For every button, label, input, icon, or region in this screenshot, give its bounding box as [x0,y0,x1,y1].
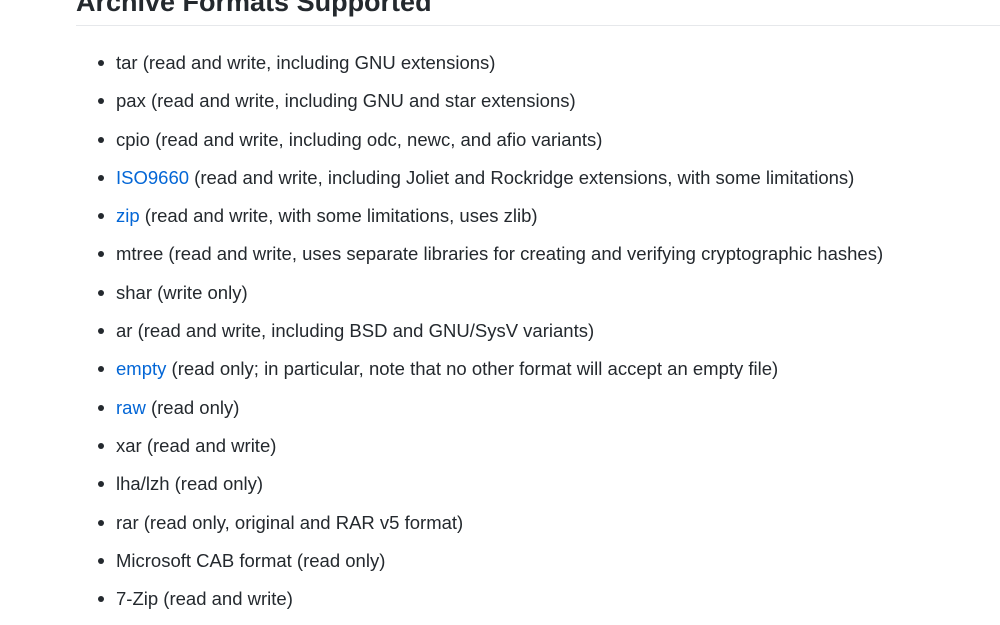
list-item-lha-lzh: lha/lzh (read only) [98,465,883,503]
format-description: (read and write, including GNU and star … [145,90,576,112]
format-description: (read only, original and RAR v5 format) [138,511,464,533]
format-description: (read only) [169,473,264,495]
bullet-icon [98,557,104,564]
format-link[interactable]: empty [116,358,167,380]
bullet-icon [98,442,104,449]
format-description: (read and write, including odc, newc, an… [149,128,603,150]
format-description: (read only; in particular, note that no … [166,358,779,380]
bullet-icon [98,596,104,603]
bullet-icon [98,174,104,181]
list-item-xar: xar (read and write) [98,427,883,465]
format-name: ar [116,320,133,342]
section-heading: Archive Formats Supported [76,0,432,17]
list-item-ar: ar (read and write, including BSD and GN… [98,312,883,350]
list-item-pax: pax (read and write, including GNU and s… [98,82,883,120]
bullet-icon [98,98,104,105]
format-name: rar [116,511,139,533]
format-name: xar [116,434,142,456]
list-item-shar: shar (write only) [98,274,883,312]
format-link[interactable]: ISO9660 [116,166,190,188]
format-description: (read and write) [158,588,293,610]
format-description: (read and write, with some limitations, … [139,205,538,227]
list-item-raw: raw (read only) [98,389,883,427]
list-item-empty: empty (read only; in particular, note th… [98,350,883,388]
format-name: mtree [116,243,164,265]
list-item-mtree: mtree (read and write, uses separate lib… [98,235,883,273]
bullet-icon [98,60,104,66]
list-item-zip: zip (read and write, with some limitatio… [98,197,883,235]
bullet-icon [98,519,104,526]
heading-divider [76,25,1000,26]
list-item-rar: rar (read only, original and RAR v5 form… [98,504,883,542]
format-name: cpio [116,128,150,150]
bullet-icon [98,251,104,258]
bullet-icon [98,328,104,335]
format-description: (read only) [145,396,240,418]
list-item-cpio: cpio (read and write, including odc, new… [98,121,883,159]
archive-format-list: tar (read and write, including GNU exten… [98,44,883,618]
format-name: 7-Zip [116,588,159,610]
format-description: (write only) [152,281,248,303]
format-description: (read only) [291,549,386,571]
list-item-tar: tar (read and write, including GNU exten… [98,44,883,82]
format-name: tar [116,52,138,73]
list-item-iso9660: ISO9660 (read and write, including Jolie… [98,159,883,197]
bullet-icon [98,136,104,143]
format-link[interactable]: raw [116,396,146,418]
bullet-icon [98,366,104,373]
format-name: pax [116,90,146,112]
format-description: (read and write, including GNU extension… [137,52,496,73]
format-name: shar [116,281,152,303]
format-description: (read and write, including Joliet and Ro… [189,166,855,188]
bullet-icon [98,289,104,296]
format-name: lha/lzh [116,473,170,495]
format-description: (read and write, including BSD and GNU/S… [132,320,595,342]
format-description: (read and write) [141,434,277,456]
list-item-microsoft-cab-format: Microsoft CAB format (read only) [98,542,883,580]
format-description: (read and write, uses separate libraries… [163,243,884,265]
format-link[interactable]: zip [116,205,140,227]
bullet-icon [98,481,104,488]
list-item-7-zip: 7-Zip (read and write) [98,580,883,618]
bullet-icon [98,404,104,411]
bullet-icon [98,213,104,220]
format-name: Microsoft CAB format [116,549,292,571]
